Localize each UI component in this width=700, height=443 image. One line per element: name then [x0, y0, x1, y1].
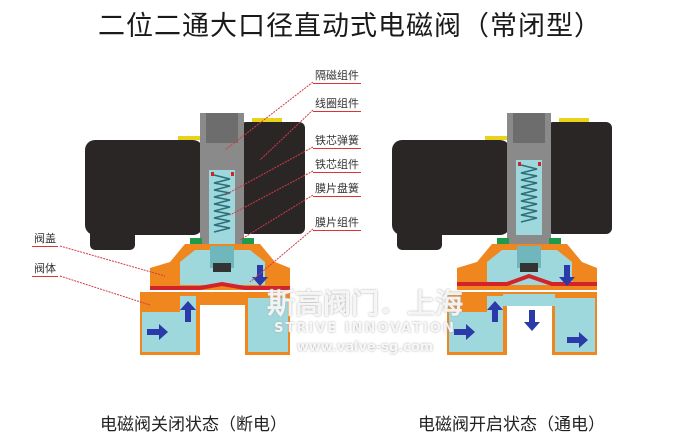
flow-arrow-icon	[559, 265, 575, 286]
seal-ring	[190, 238, 202, 244]
coil-housing-right	[547, 122, 612, 234]
coil-band	[485, 136, 509, 140]
pilot-seal	[213, 263, 231, 272]
label-diaphragm-spring: 膜片盘簧	[313, 182, 361, 197]
seal-ring	[549, 238, 561, 244]
shading-ring	[231, 172, 234, 176]
flow-arrow-icon	[180, 301, 196, 322]
outlet-channel	[248, 298, 288, 352]
shading-ring	[518, 162, 521, 166]
leader-line	[249, 228, 314, 283]
pilot-seal	[520, 263, 538, 272]
valve-open	[392, 113, 612, 355]
leader-line	[259, 109, 314, 161]
leader-line	[59, 245, 166, 277]
coil-housing	[85, 140, 203, 235]
leader-line	[229, 170, 314, 216]
leader-line	[239, 194, 314, 241]
diagram-title: 二位二通大口径直动式电磁阀（常闭型）	[98, 11, 602, 42]
label-diaphragm: 膜片组件	[313, 216, 361, 231]
connector-lug	[397, 225, 442, 250]
leader-line	[224, 81, 314, 151]
diaphragm	[150, 281, 290, 290]
leader-line	[224, 146, 314, 196]
shading-ring	[211, 172, 214, 176]
stop-nut	[206, 113, 238, 143]
flow-arrow-icon	[147, 324, 168, 340]
label-isolating-tube: 隔磁组件	[313, 69, 361, 84]
coil-band	[252, 118, 282, 122]
valve-closed	[85, 113, 305, 355]
coil-housing-right	[240, 122, 305, 234]
plunger-core	[209, 170, 235, 245]
caption-closed: 电磁阀关闭状态（断电）	[100, 415, 287, 435]
pilot-stem	[517, 246, 541, 268]
core-spring	[213, 174, 231, 233]
seal-ring	[242, 238, 254, 244]
outlet-channel	[555, 298, 595, 352]
shading-ring	[538, 162, 541, 166]
label-core: 铁芯组件	[313, 158, 361, 173]
label-body: 阀体	[32, 262, 58, 277]
watermark-url: www.valve-sg.com	[296, 340, 434, 355]
watermark-slogan: STRIVE INNOVATION	[274, 321, 456, 336]
connector-lug	[90, 225, 135, 250]
flow-arrow-icon	[252, 265, 268, 286]
leader-line	[59, 275, 151, 306]
coil-housing	[392, 140, 510, 235]
coil-band	[178, 136, 202, 140]
coil-band	[559, 118, 589, 122]
caption-open: 电磁阀开启状态（通电）	[418, 415, 605, 435]
flow-arrow-icon	[487, 301, 503, 322]
core-spring	[520, 164, 538, 223]
flow-arrow-icon	[524, 310, 540, 331]
label-bonnet: 阀盖	[32, 232, 58, 247]
flow-arrow-icon	[454, 324, 475, 340]
label-coil: 线圈组件	[313, 97, 361, 112]
open-passage	[503, 294, 555, 306]
flow-arrow-icon	[567, 332, 588, 348]
seal-ring	[497, 238, 509, 244]
pilot-stem	[210, 246, 234, 268]
plunger-core	[516, 160, 542, 235]
stop-nut	[513, 113, 545, 143]
watermark-brand: 斯高阀门．上海	[266, 287, 463, 320]
label-core-spring: 铁芯弹簧	[313, 134, 361, 149]
